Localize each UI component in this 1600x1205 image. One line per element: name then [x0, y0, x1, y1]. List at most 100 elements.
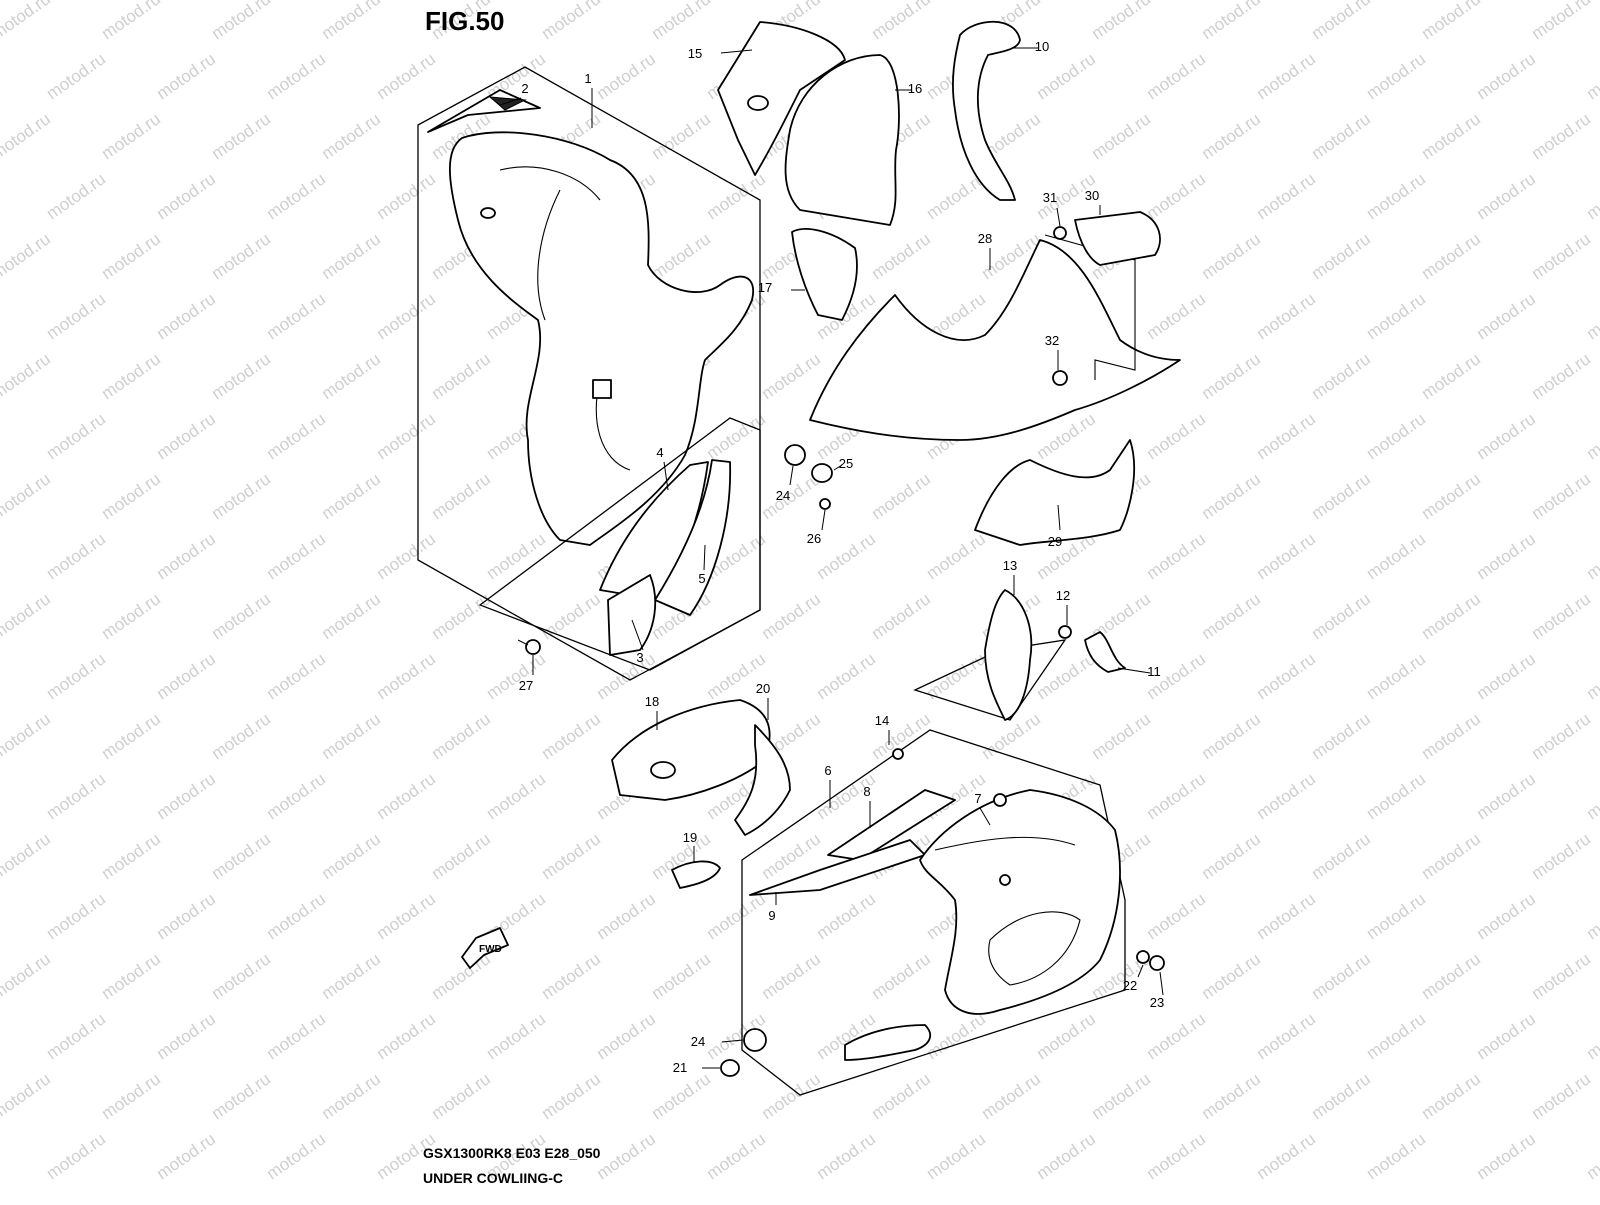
watermark-text: motod.ru	[1363, 49, 1429, 103]
part-23-nut[interactable]	[1149, 955, 1165, 971]
callout-label-10[interactable]: 10	[1035, 39, 1049, 54]
part-18-cover[interactable]	[611, 699, 771, 801]
part-8-stripe[interactable]	[827, 789, 956, 861]
watermark-text: motod.ru	[1143, 889, 1209, 943]
watermark-text: motod.ru	[153, 1009, 219, 1063]
watermark-text: motod.ru	[1143, 289, 1209, 343]
callout-label-30[interactable]: 30	[1085, 188, 1099, 203]
watermark-text: motod.ru	[648, 229, 714, 283]
callout-label-12[interactable]: 12	[1056, 588, 1070, 603]
callout-label-23[interactable]: 23	[1150, 995, 1164, 1010]
callout-label-19[interactable]: 19	[683, 830, 697, 845]
part-7-nut[interactable]	[993, 793, 1007, 807]
part-24-grommet-upper[interactable]	[784, 444, 806, 466]
callout-label-28[interactable]: 28	[978, 231, 992, 246]
watermark-text: motod.ru	[43, 49, 109, 103]
callout-label-2[interactable]: 2	[521, 81, 528, 96]
watermark-text: motod.ru	[1033, 1009, 1099, 1063]
watermark-text: motod.ru	[428, 469, 494, 523]
watermark-text: motod.ru	[98, 589, 164, 643]
part-30-bracket[interactable]	[1074, 211, 1161, 266]
callout-label-20[interactable]: 20	[756, 681, 770, 696]
callout-label-11[interactable]: 11	[1147, 664, 1161, 679]
part-13-bracket[interactable]	[984, 589, 1033, 721]
watermark-text: motod.ru	[1143, 1009, 1209, 1063]
part-20-bracket[interactable]	[734, 724, 791, 836]
part-14-screw[interactable]	[892, 748, 904, 760]
callout-label-13[interactable]: 13	[1003, 558, 1017, 573]
watermark-text: motod.ru	[153, 1129, 219, 1183]
part-28-cowling[interactable]	[809, 239, 1181, 441]
watermark-text: motod.ru	[1198, 109, 1264, 163]
watermark-text: motod.ru	[318, 829, 384, 883]
part-16-cover[interactable]	[784, 54, 900, 226]
callout-label-27[interactable]: 27	[519, 678, 533, 693]
part-17-cover[interactable]	[791, 228, 858, 321]
watermark-text: motod.ru	[538, 709, 604, 763]
callout-label-24b[interactable]: 24	[691, 1034, 705, 1049]
diagram-code: GSX1300RK8 E03 E28_050	[423, 1145, 601, 1161]
part-6-under-cowling[interactable]	[919, 789, 1121, 1015]
part-3-panel[interactable]	[607, 574, 657, 656]
watermark-text: motod.ru	[1583, 49, 1600, 103]
callout-label-14[interactable]: 14	[875, 713, 889, 728]
watermark-text: motod.ru	[153, 409, 219, 463]
part-10-bracket[interactable]	[952, 20, 1021, 201]
callout-label-15[interactable]: 15	[688, 46, 702, 61]
part-26-screw[interactable]	[819, 498, 831, 510]
watermark-text: motod.ru	[1198, 229, 1264, 283]
callout-label-7[interactable]: 7	[974, 791, 981, 806]
upper-cover-group	[717, 20, 1021, 321]
watermark-text: motod.ru	[263, 289, 329, 343]
part-22-washer[interactable]	[1136, 950, 1150, 964]
callout-label-9[interactable]: 9	[768, 908, 775, 923]
part-32-screw[interactable]	[1052, 370, 1068, 386]
callout-leader-7	[979, 807, 991, 826]
part-15-cover[interactable]	[717, 21, 846, 176]
callout-label-26[interactable]: 26	[807, 531, 821, 546]
part-12-screw[interactable]	[1058, 625, 1072, 639]
callout-label-4[interactable]: 4	[656, 445, 663, 460]
callout-label-24a[interactable]: 24	[776, 488, 790, 503]
callout-label-5[interactable]: 5	[698, 571, 705, 586]
watermark-text: motod.ru	[868, 469, 934, 523]
part-24-grommet-lower[interactable]	[743, 1028, 767, 1052]
callout-label-3[interactable]: 3	[636, 650, 643, 665]
callout-label-25[interactable]: 25	[839, 456, 853, 471]
callout-label-18[interactable]: 18	[645, 694, 659, 709]
watermark-text: motod.ru	[208, 109, 274, 163]
part-21-nut[interactable]	[720, 1059, 740, 1077]
part-1-hole	[480, 207, 496, 219]
part-27-screw[interactable]	[517, 639, 541, 655]
part-6-contour	[934, 836, 1076, 851]
watermark-text: motod.ru	[1308, 469, 1374, 523]
callout-label-29[interactable]: 29	[1048, 534, 1062, 549]
callout-label-8[interactable]: 8	[863, 784, 870, 799]
part-9-stripe[interactable]	[749, 839, 926, 896]
callout-label-21[interactable]: 21	[673, 1060, 687, 1075]
watermark-text: motod.ru	[1418, 1069, 1484, 1123]
part-31-screw[interactable]	[1053, 226, 1067, 240]
callout-label-6[interactable]: 6	[824, 763, 831, 778]
part-29-panel[interactable]	[974, 439, 1136, 546]
watermark-text: motod.ru	[703, 1129, 769, 1183]
callout-label-31[interactable]: 31	[1043, 190, 1057, 205]
watermark-text: motod.ru	[208, 349, 274, 403]
part-5-panel[interactable]	[654, 459, 732, 616]
watermark-text: motod.ru	[593, 889, 659, 943]
watermark-text: motod.ru	[868, 589, 934, 643]
callout-label-16[interactable]: 16	[908, 81, 922, 96]
callout-label-22[interactable]: 22	[1123, 978, 1137, 993]
part-6-hole	[999, 874, 1011, 886]
watermark-text: motod.ru	[373, 289, 439, 343]
callout-label-32[interactable]: 32	[1045, 333, 1059, 348]
watermark-text: motod.ru	[1583, 169, 1600, 223]
callout-label-17[interactable]: 17	[758, 280, 772, 295]
callout-label-1[interactable]: 1	[584, 71, 591, 86]
part-11-clip[interactable]	[1084, 631, 1126, 673]
part-19-clip[interactable]	[671, 860, 721, 889]
watermark-text: motod.ru	[1363, 1129, 1429, 1183]
part-25-bracket[interactable]	[811, 463, 833, 483]
part-1-inner-cowling[interactable]	[448, 131, 755, 546]
watermark-text: motod.ru	[1308, 829, 1374, 883]
